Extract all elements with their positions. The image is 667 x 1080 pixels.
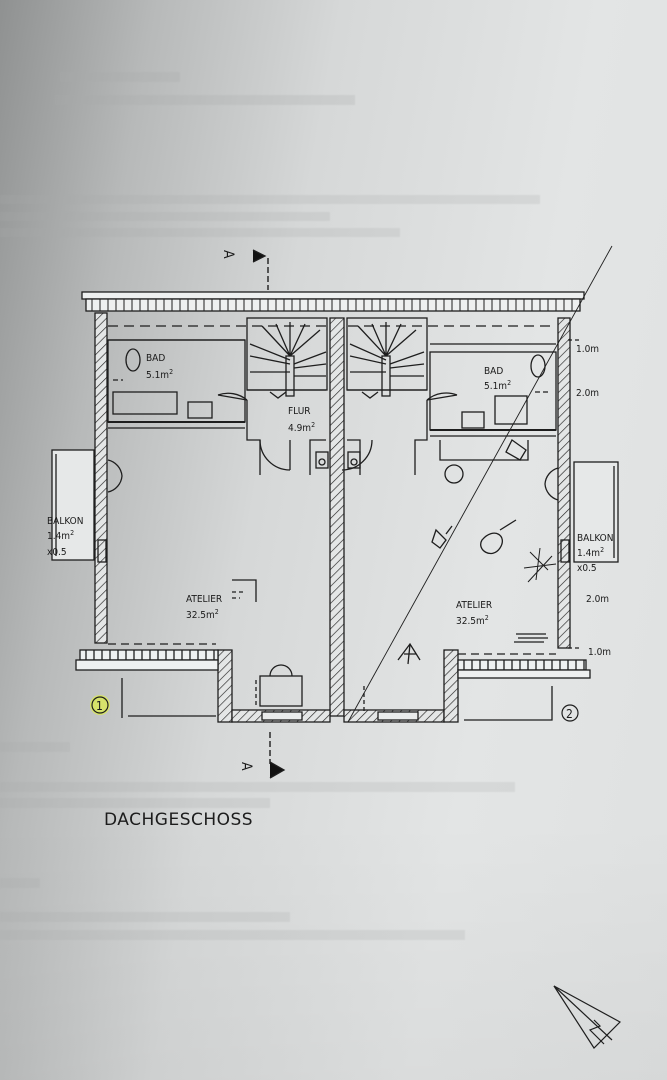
room-area-atelier-left: 32.5m2 [186,608,219,621]
floor-title: DACHGESCHOSS [104,810,254,830]
unit-marker-2: 2 [561,704,579,722]
svg-text:1: 1 [96,699,103,713]
height-marker-top-1: 1.0m [576,344,599,355]
wall-left [94,312,108,644]
bleed-through-text [0,228,400,237]
north-arrow-icon [553,985,621,1049]
room-area-atelier-right: 32.5m2 [456,614,489,627]
room-label-balkon-left: BALKON [47,516,84,527]
bleed-through-text [0,195,540,204]
room-area-flur: 4.9m2 [288,421,315,434]
height-marker-top-2: 2.0m [576,388,599,399]
room-label-atelier-right: ATELIER [456,600,492,611]
bleed-through-text [0,742,70,752]
room-factor-balkon-right: x0.5 [577,563,597,574]
party-wall [329,317,345,717]
room-area-balkon-left: 1.4m2 [47,529,74,542]
room-area-bad-left: 5.1m2 [146,368,173,381]
bleed-through-text [55,95,355,105]
height-marker-bottom-1: 1.0m [588,647,611,658]
bleed-through-text [0,930,465,940]
room-label-flur: FLUR [288,406,311,417]
room-label-bad-left: BAD [146,353,165,364]
room-factor-balkon-left: x0.5 [47,547,67,558]
room-area-bad-right: 5.1m2 [484,379,511,392]
bleed-through-text [0,912,290,922]
paper-shadow [0,820,667,1080]
bleed-through-text [0,878,40,888]
section-label-a-top: A [220,250,236,259]
height-marker-bottom-2: 2.0m [586,594,609,605]
bleed-through-text [0,798,270,808]
bleed-through-text [0,782,515,792]
room-area-balkon-right: 1.4m2 [577,546,604,559]
section-label-a-bottom: A [238,762,254,771]
unit-marker-1: 1 [90,695,110,715]
room-label-atelier-left: ATELIER [186,594,222,605]
room-label-bad-right: BAD [484,366,503,377]
bleed-through-text [0,212,330,221]
svg-text:2: 2 [566,707,573,721]
bleed-through-text [60,72,180,82]
wall-right [557,317,571,649]
room-label-balkon-right: BALKON [577,533,614,544]
